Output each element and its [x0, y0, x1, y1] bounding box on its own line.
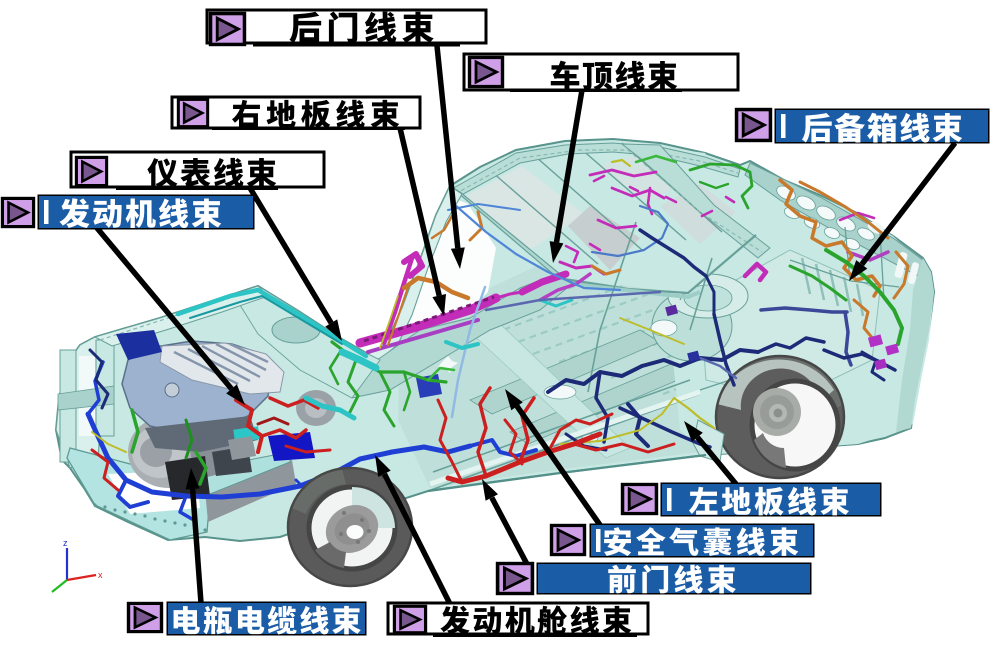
svg-text:x: x: [98, 570, 103, 580]
svg-text:z: z: [63, 538, 68, 548]
